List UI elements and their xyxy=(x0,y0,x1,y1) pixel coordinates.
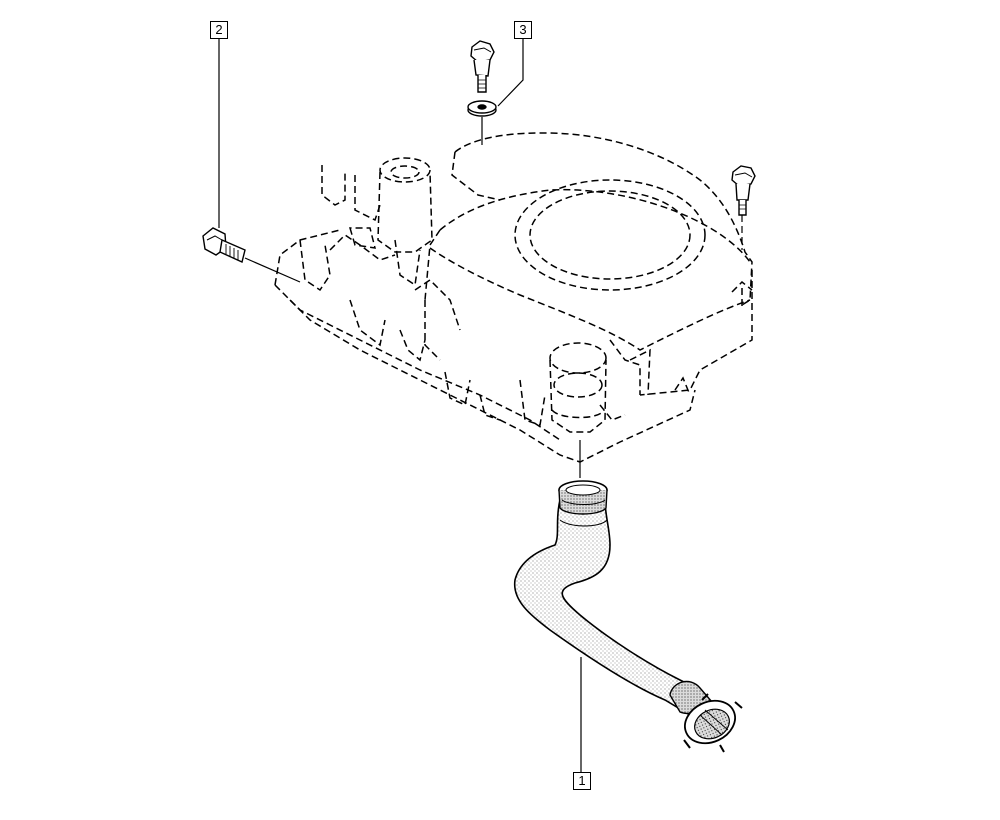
bolt-left xyxy=(202,227,246,263)
bolt-top xyxy=(470,40,495,93)
washer xyxy=(467,100,497,117)
callout-label-3: 3 xyxy=(514,21,532,39)
callout-label-2: 2 xyxy=(210,21,228,39)
air-hose xyxy=(513,480,743,753)
callout-3-leader xyxy=(497,39,524,107)
bolt-right xyxy=(731,165,756,216)
bolt-left-axis xyxy=(244,257,301,283)
callout-label-1: 1 xyxy=(573,772,591,790)
housing-outline xyxy=(274,132,753,463)
